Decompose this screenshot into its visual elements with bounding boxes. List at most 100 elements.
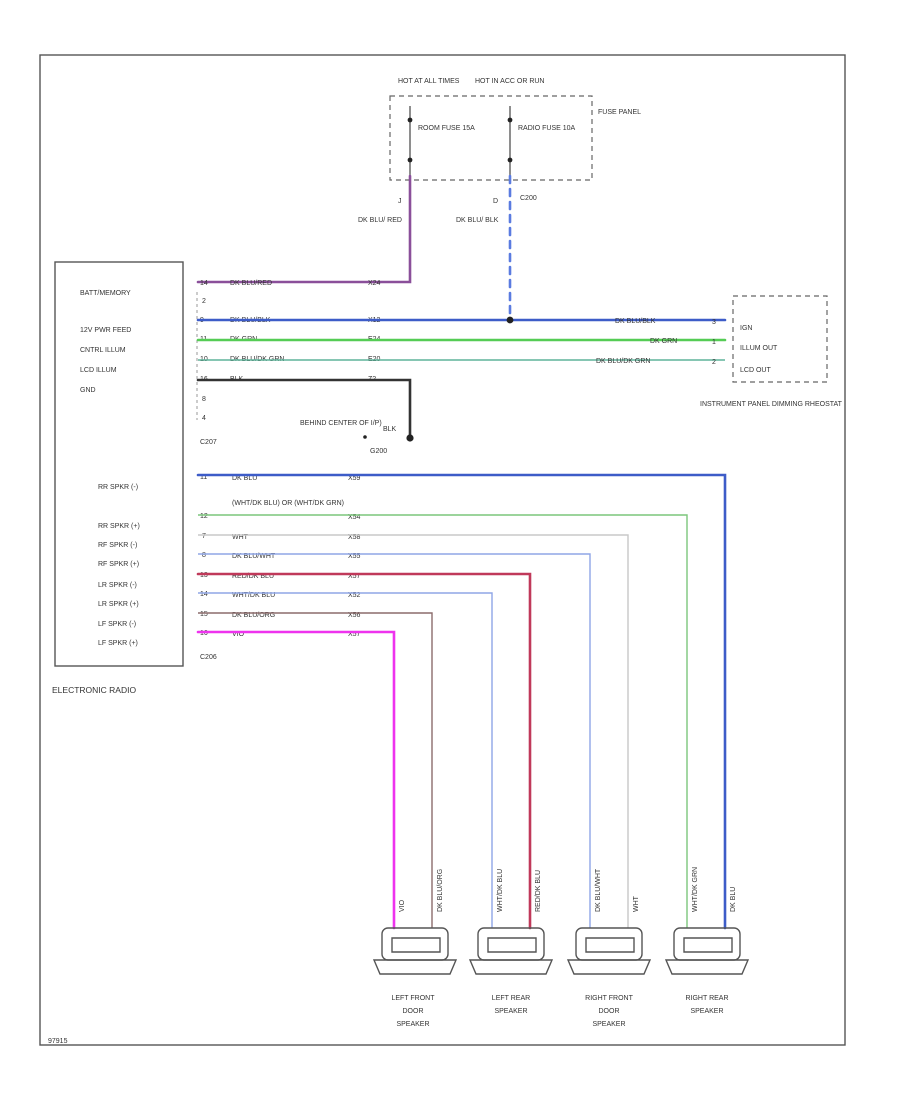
circuit-label: X58	[348, 534, 361, 541]
speaker-cone	[664, 959, 750, 975]
radio-box	[54, 261, 184, 667]
ground-point	[363, 435, 367, 439]
fuse-wire-left: DK BLU/ RED	[358, 217, 402, 224]
radio-fuse-label: RADIO FUSE 10A	[518, 125, 576, 132]
rheostat-num-3: 3	[712, 319, 716, 326]
radio-label-rf-pos: RF SPKR (+)	[98, 561, 139, 568]
pin-num: 14	[200, 591, 208, 598]
pin-num: 14	[200, 280, 208, 287]
speaker-pin-numbers: 11 12 7 8 13 14 15 16 C206	[200, 474, 217, 661]
wire-label: DK BLU	[232, 475, 257, 482]
radio-label-lf-pos: LF SPKR (+)	[98, 640, 138, 647]
wire-ground	[196, 378, 412, 440]
circuit-label: X24	[368, 280, 381, 287]
dimming-rheostat: IGN ILLUM OUT LCD OUT 3 1 2 DK BLU/BLK D…	[596, 295, 843, 408]
rheostat-num-1: 1	[712, 339, 716, 346]
speaker-label: RIGHT REAR	[685, 995, 728, 1002]
wire-label-alt: (WHT/DK BLU) OR (WHT/DK GRN)	[232, 500, 344, 507]
speaker-inner	[683, 937, 733, 953]
rheostat-wire-2: DK GRN	[650, 338, 677, 345]
radio-label-12v: 12V PWR FEED	[80, 327, 131, 334]
speaker-label: SPEAKER	[494, 1008, 527, 1015]
vlabel-lr-neg: RED/DK BLU	[535, 870, 542, 912]
vlabel-rr-pos: WHT/DK GRN	[692, 867, 699, 912]
circuit-label: X55	[348, 553, 361, 560]
circuit-label: X56	[348, 612, 361, 619]
rheostat-pin-ign: IGN	[740, 325, 752, 332]
speaker-cone	[372, 959, 458, 975]
vlabel-rf-pos: DK BLU/WHT	[595, 868, 602, 912]
wire-rf-pos	[198, 553, 591, 928]
speaker-label: LEFT FRONT	[391, 995, 435, 1002]
pin-num: 8	[202, 552, 206, 559]
radio-title: ELECTRONIC RADIO	[52, 685, 136, 695]
diagram-frame	[39, 54, 846, 1046]
radio-label-gnd: GND	[80, 387, 96, 394]
pin-num: 11	[200, 474, 207, 481]
radio-fuse-terminal	[507, 117, 513, 123]
speaker-label: RIGHT FRONT	[585, 995, 633, 1002]
speaker-right-front: RIGHT FRONT DOOR SPEAKER	[566, 927, 652, 1028]
speaker-right-rear: RIGHT REAR SPEAKER	[664, 927, 750, 1015]
vlabel-rf-neg: WHT	[633, 895, 640, 912]
radio-label-lr-neg: LR SPKR (-)	[98, 582, 137, 589]
ground-location-label: BEHIND CENTER OF I/P)	[300, 420, 382, 427]
speaker-cone	[566, 959, 652, 975]
connector-c207: C207	[200, 439, 217, 446]
wire-batt-memory	[196, 174, 412, 284]
vlabel-rr-neg: DK BLU	[730, 887, 737, 912]
wire-lr-pos	[198, 592, 493, 928]
radio-top-pin-numbers: 14 2 9 11 10 16 8 4 C207	[196, 280, 217, 446]
wire-lf-neg	[198, 612, 433, 928]
rheostat-num-2: 2	[712, 359, 716, 366]
vlabel-lf-pos: VIO	[399, 899, 406, 912]
circuit-label: X52	[348, 592, 361, 599]
speaker-label: DOOR	[599, 1008, 620, 1015]
radio-label-lf-neg: LF SPKR (-)	[98, 621, 136, 628]
vlabel-lf-neg: DK BLU/ORG	[437, 869, 444, 912]
fuse-wire-right: DK BLU/ BLK	[456, 217, 499, 224]
radio-label-rf-neg: RF SPKR (-)	[98, 542, 137, 549]
speaker-wire-vertical-labels: VIO DK BLU/ORG WHT/DK BLU RED/DK BLU DK …	[399, 867, 737, 912]
fuse-left-header: HOT AT ALL TIMES	[398, 78, 460, 85]
fuse-panel: HOT AT ALL TIMES HOT IN ACC OR RUN FUSE …	[358, 78, 641, 224]
ground-splice-label: G200	[370, 448, 387, 455]
radio-label-cntrl: CNTRL ILLUM	[80, 347, 126, 354]
vlabel-lr-pos: WHT/DK BLU	[497, 869, 504, 912]
speaker-label: SPEAKER	[396, 1021, 429, 1028]
pin-num: 13	[200, 572, 208, 579]
radio-fuse-terminal-2	[507, 157, 513, 163]
fuse-panel-box	[389, 95, 593, 181]
speaker-inner	[391, 937, 441, 953]
rheostat-title: INSTRUMENT PANEL DIMMING RHEOSTAT	[700, 401, 843, 408]
figure-id: 97915	[48, 1038, 68, 1045]
speaker-inner	[585, 937, 635, 953]
radio-label-lcd: LCD ILLUM	[80, 367, 117, 374]
speaker-label: SPEAKER	[592, 1021, 625, 1028]
pin-num: 15	[200, 611, 208, 618]
fuse-pin-left: J	[398, 198, 402, 205]
room-fuse-label: ROOM FUSE 15A	[418, 125, 475, 132]
speaker-label: LEFT REAR	[492, 995, 530, 1002]
radio-label-batt: BATT/MEMORY	[80, 290, 131, 297]
circuit-label: X57	[348, 631, 361, 638]
radio-label-lr-pos: LR SPKR (+)	[98, 601, 139, 608]
wire-lf-pos	[196, 630, 396, 930]
speaker-inner	[487, 937, 537, 953]
pin-num: 16	[200, 630, 208, 637]
circuit-label: X59	[348, 475, 361, 482]
room-fuse-terminal	[407, 117, 413, 123]
rheostat-wire-1: DK BLU/BLK	[615, 318, 656, 325]
pin-num: 2	[202, 298, 206, 305]
rheostat-box	[732, 295, 828, 383]
wire-rr-pos	[198, 514, 688, 928]
wire-label: DK BLU/WHT	[232, 553, 276, 560]
circuit-label: X54	[348, 514, 361, 521]
pin-num: 12	[200, 513, 208, 520]
pin-num: 8	[202, 396, 206, 403]
fuse-pin-right: D	[493, 198, 498, 205]
connector-c206: C206	[200, 654, 217, 661]
speaker-left-front: LEFT FRONT DOOR SPEAKER	[372, 927, 458, 1028]
rheostat-wire-3: DK BLU/DK GRN	[596, 358, 650, 365]
wire-label: DK BLU/RED	[230, 280, 272, 287]
